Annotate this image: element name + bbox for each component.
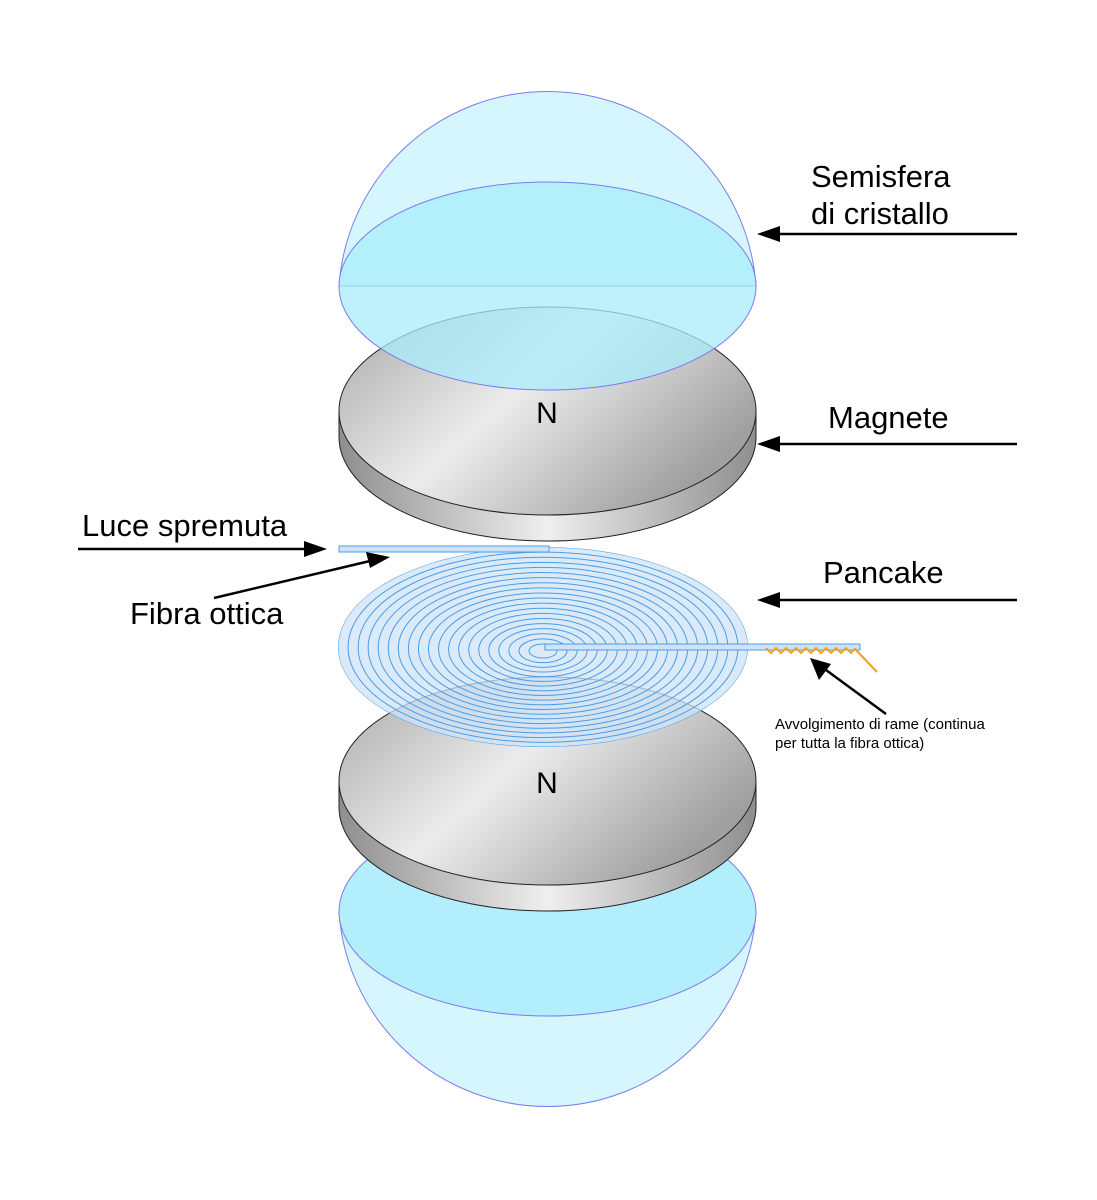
copper-winding-arrow — [810, 658, 887, 716]
spiral-turn — [518, 638, 568, 664]
pancake-coil — [338, 545, 878, 747]
hemisphere-arrow — [757, 226, 1017, 242]
pancake-disc — [338, 547, 748, 747]
squeezed-light-arrow — [78, 541, 327, 557]
spiral-turn — [528, 643, 558, 659]
copper-winding — [765, 646, 857, 655]
optical-fiber-label: Fibra ottica — [130, 596, 284, 631]
magnet-arrow — [757, 436, 1017, 452]
input-fiber — [338, 545, 550, 553]
squeezed-light-label: Luce spremuta — [82, 508, 288, 543]
annotation-arrows — [78, 226, 1017, 716]
magnet-label: Magnete — [828, 400, 949, 435]
pancake-arrow — [757, 592, 1017, 608]
copper-winding-label: Avvolgimento di rame (continua per tutta… — [775, 716, 989, 752]
optical-fiber-arrow — [213, 552, 390, 600]
copper-lead — [855, 649, 878, 673]
bottom-pole-label: N — [536, 767, 558, 800]
top-hemisphere-rim — [338, 181, 757, 391]
top-pole-label: N — [536, 397, 558, 430]
exit-fiber — [544, 643, 861, 651]
top-crystal-hemisphere — [338, 91, 757, 391]
hemisphere-label: Semisfera di cristallo — [811, 159, 959, 231]
spiral-turn — [508, 633, 578, 668]
pancake-label: Pancake — [823, 555, 944, 590]
